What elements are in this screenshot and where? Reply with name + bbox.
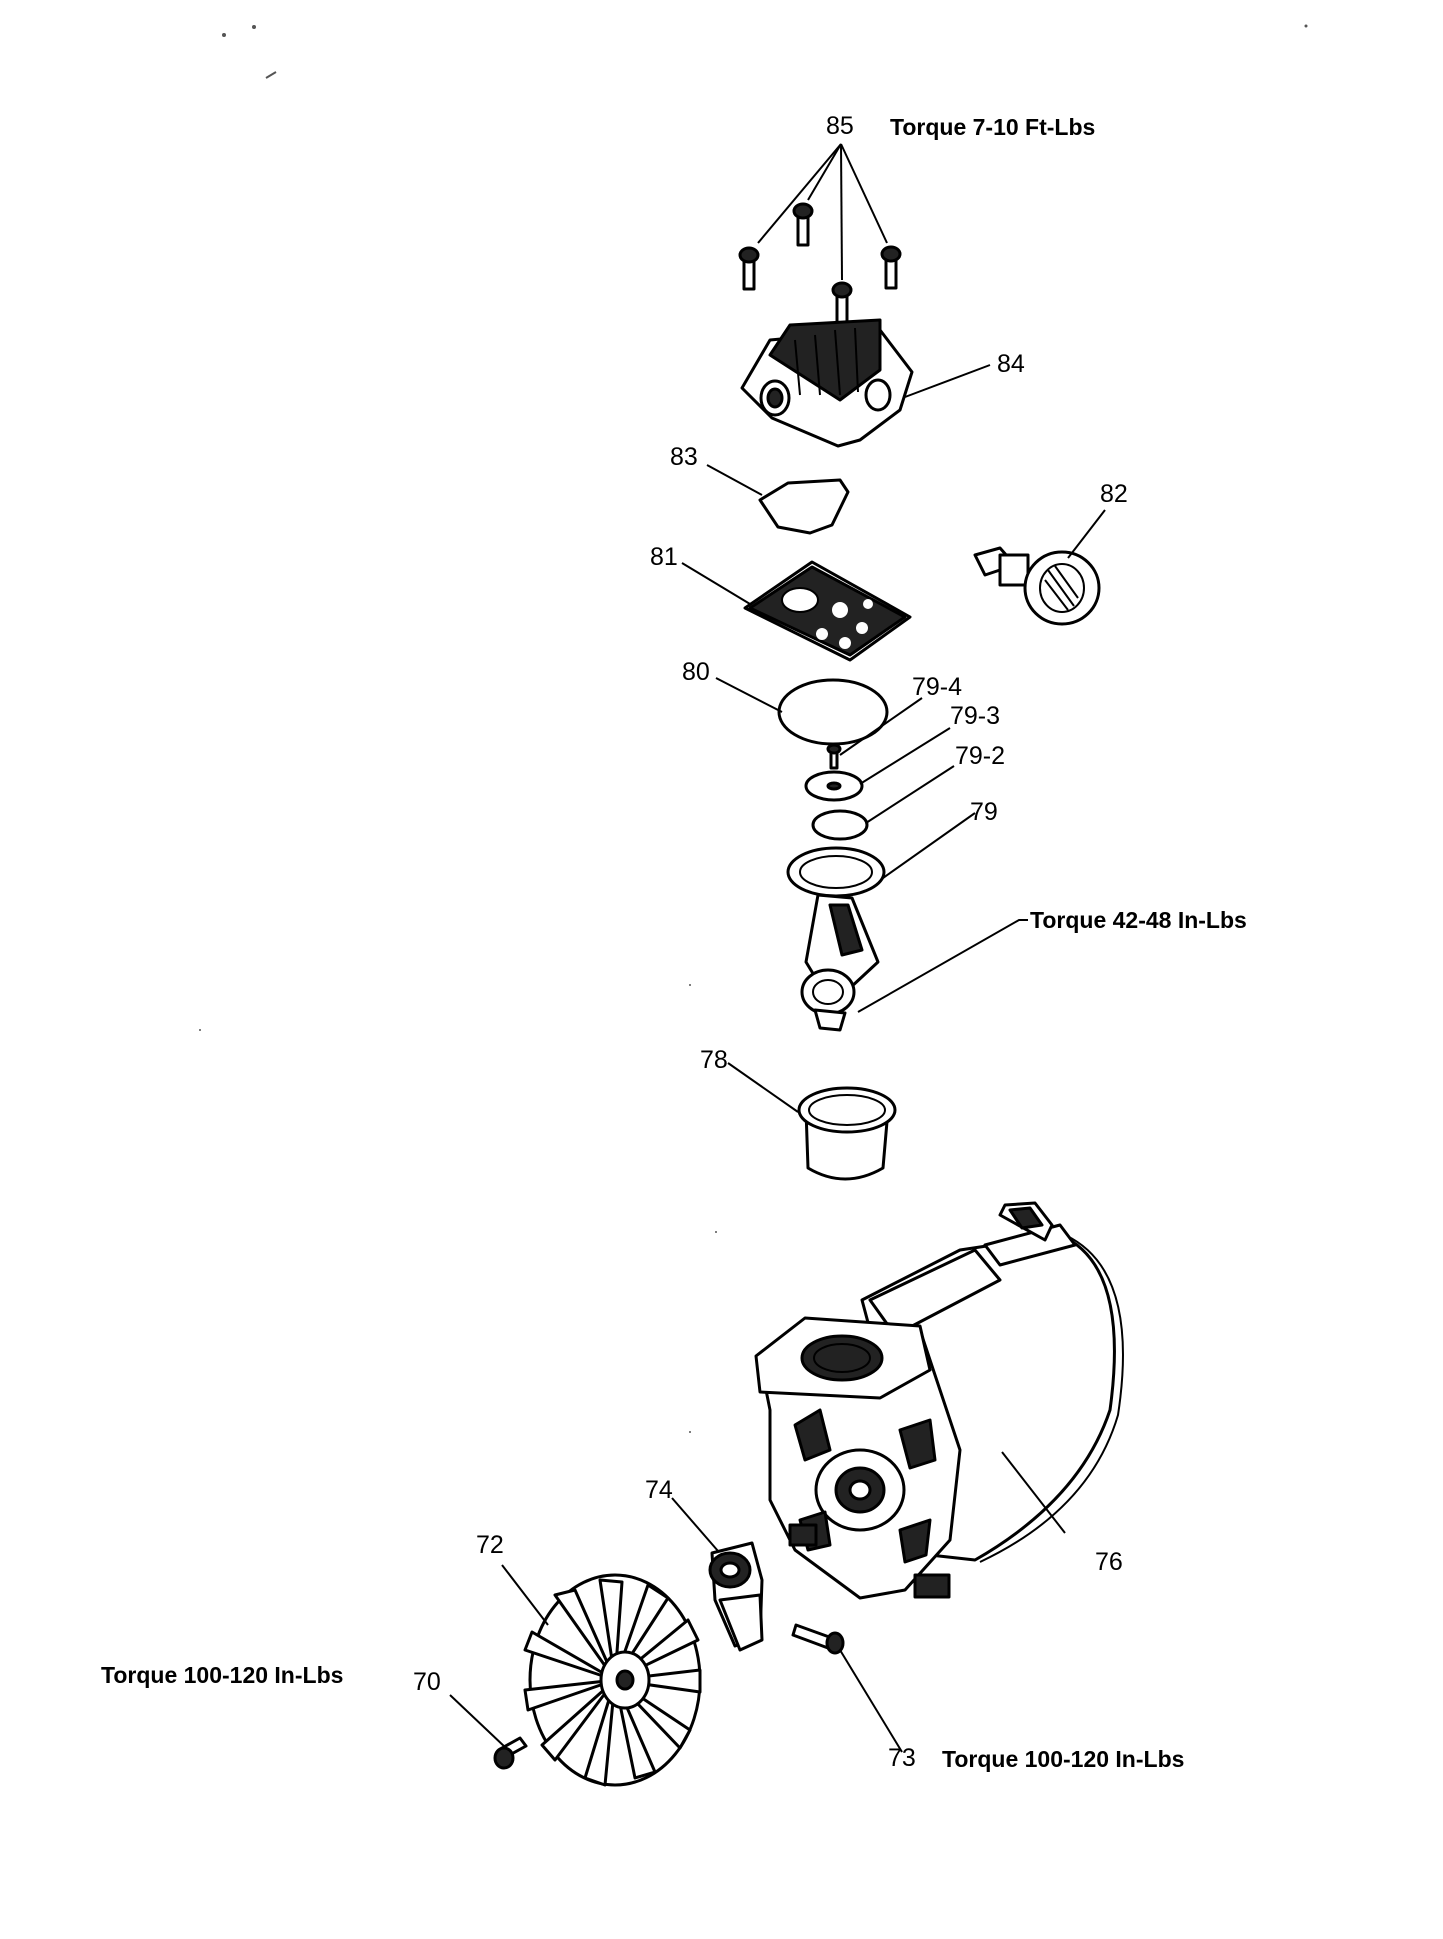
part-79-4-screw <box>826 743 842 770</box>
part-79-2-seal <box>811 809 869 841</box>
part-74-eccentric <box>708 1541 764 1652</box>
leader-79 <box>882 812 976 879</box>
callout-85: 85 <box>826 112 854 140</box>
leader-81 <box>681 562 751 605</box>
callout-83: 83 <box>670 443 698 471</box>
part-85-bolts <box>738 202 902 326</box>
callout-80: 80 <box>682 658 710 686</box>
leader-79-2 <box>865 765 955 824</box>
part-72-fan <box>523 1573 702 1787</box>
leader-79-3 <box>859 727 951 785</box>
callout-78: 78 <box>700 1046 728 1074</box>
leader-73 <box>839 1649 903 1753</box>
part-81-valve-plate <box>743 560 912 662</box>
scan-specks <box>199 24 1308 1433</box>
leader-84 <box>904 364 991 398</box>
torque-label-85: Torque 7-10 Ft-Lbs <box>890 114 1095 140</box>
callout-72: 72 <box>476 1531 504 1559</box>
callout-70: 70 <box>413 1668 441 1696</box>
leader-82 <box>1067 509 1106 559</box>
leader-74 <box>671 1497 719 1552</box>
part-79-3-retainer <box>804 770 864 802</box>
torque-label-rod: Torque 42-48 In-Lbs <box>1030 907 1247 933</box>
callout-79-2: 79-2 <box>955 742 1005 770</box>
callout-82: 82 <box>1100 480 1128 508</box>
torque-label-73: Torque 100-120 In-Lbs <box>942 1746 1184 1772</box>
part-84-cylinder-head <box>740 318 914 448</box>
callout-84: 84 <box>997 350 1025 378</box>
part-76-motor-housing <box>754 1201 1124 1600</box>
leader-79-4 <box>839 697 923 756</box>
part-79-connecting-rod <box>786 846 886 1032</box>
leader-torque-rod <box>857 919 1028 1013</box>
callout-79-4: 79-4 <box>912 673 962 701</box>
part-82-valve <box>973 546 1101 626</box>
part-73-bolt <box>791 1623 845 1655</box>
leader-80 <box>715 677 783 713</box>
torque-label-70: Torque 100-120 In-Lbs <box>101 1662 343 1688</box>
leader-78 <box>727 1062 799 1113</box>
callout-79: 79 <box>970 798 998 826</box>
part-70-screw <box>493 1736 528 1770</box>
part-83-gasket <box>758 478 850 535</box>
callout-76: 76 <box>1095 1548 1123 1576</box>
leader-72 <box>501 1564 549 1626</box>
part-78-cylinder-sleeve <box>797 1086 897 1181</box>
callout-73: 73 <box>888 1744 916 1772</box>
callout-79-3: 79-3 <box>950 702 1000 730</box>
leader-85 <box>757 143 888 281</box>
leader-70 <box>449 1694 507 1749</box>
callout-81: 81 <box>650 543 678 571</box>
callout-74: 74 <box>645 1476 673 1504</box>
leader-76 <box>1001 1451 1066 1534</box>
leader-83 <box>706 464 763 496</box>
